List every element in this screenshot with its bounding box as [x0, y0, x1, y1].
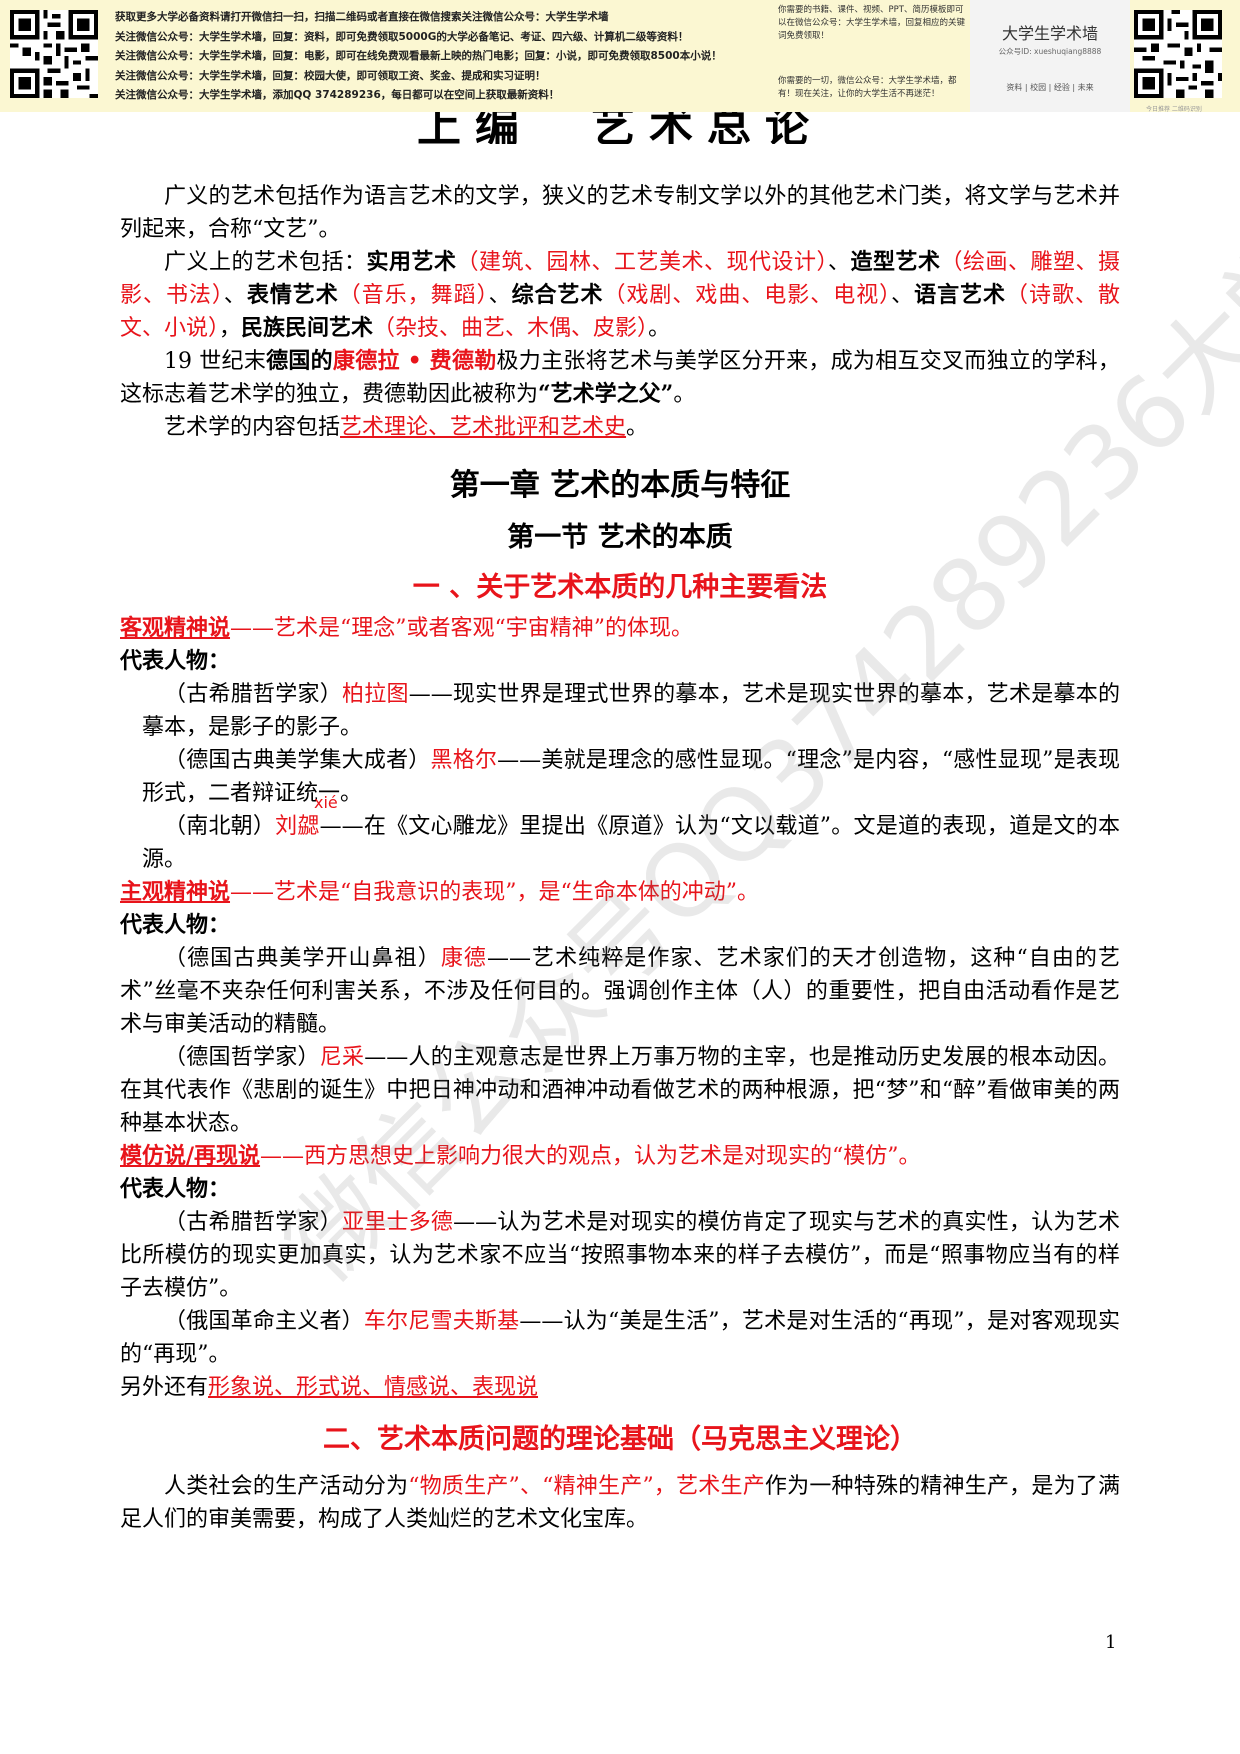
representative-plato: （古希腊哲学家）柏拉图——现实世界是理式世界的摹本，艺术是现实世界的摹本，艺术是… [142, 682, 1120, 740]
theory-objective: 客观精神说——艺术是“理念”或者客观“宇宙精神”的体现。 [120, 615, 694, 641]
theory-mimesis: 模仿说/再现说——西方思想史上影响力很大的观点，认为艺术是对现实的“模仿”。 [120, 1143, 921, 1169]
banner-mid-bottom: 你需要的一切，微信公众号：大学生学术墙，都有！现在关注，让你的大学生活不再迷茫！ [778, 76, 957, 99]
brand-card: 大学生学术墙 公众号ID: xueshuqiang8888 资料 | 校园 | … [970, 0, 1130, 112]
theory-subjective: 主观精神说——艺术是“自我意识的表现”，是“生命本体的冲动”。 [120, 879, 760, 905]
chapter-heading: 第一章 艺术的本质与特征 [449, 468, 791, 503]
brand-title: 大学生学术墙 [1001, 24, 1098, 43]
banner-line: 关注微信公众号：大学生学术墙，回复：电影，即可在线免费观看最新上映的热门电影；回… [115, 50, 722, 62]
representatives-label: 代表人物： [120, 1176, 231, 1202]
representative-liuxie: xié（南北朝）刘勰——在《文心雕龙》里提出《原道》认为“文以载道”。文是道的表… [120, 793, 1120, 876]
qr-code-icon[interactable] [1134, 10, 1222, 98]
banner-mid-text: 你需要的书籍、课件、视频、PPT、简历模板即可以在微信公众号：大学生学术墙，回复… [778, 4, 970, 101]
qr-code-icon[interactable] [10, 10, 98, 98]
representatives-label: 代表人物： [120, 648, 231, 674]
part-title: 上编 艺术总论 [417, 112, 823, 144]
banner-line: 关注微信公众号：大学生学术墙，添加QQ 374289236，每日都可以在空间上获… [115, 89, 560, 101]
banner-promo-lines: 获取更多大学必备资料请打开微信扫一扫，扫描二维码或者直接在微信搜索关注微信公众号… [115, 8, 770, 106]
other-theories: 另外还有形象说、形式说、情感说、表现说 [120, 1375, 539, 1400]
paragraph-intro: 广义的艺术包括作为语言艺术的文学，狭义的艺术专制文学以外的其他艺术门类，将文学与… [120, 184, 1120, 242]
page-number: 1 [1105, 1632, 1117, 1653]
representative-chernyshevsky: （俄国革命主义者）车尔尼雪夫斯基——认为“美是生活”，艺术是对生活的“再现”，是… [120, 1309, 1120, 1367]
banner-line: 关注微信公众号：大学生学术墙，回复：资料，即可免费领取5000G的大学必备笔记、… [115, 30, 689, 43]
point-heading-2: 二、艺术本质问题的理论基础（马克思主义理论） [323, 1424, 917, 1455]
paragraph-fiedler: 19 世纪末德国的康德拉 • 费德勒极力主张将艺术与美学区分开来，成为相互交叉而… [120, 348, 1120, 407]
representative-kant: （德国古典美学开山鼻祖）康德——艺术纯粹是作家、艺术家们的天才创造物，这种“自由… [120, 946, 1120, 1037]
representative-aristotle: （古希腊哲学家）亚里士多德——认为艺术是对现实的模仿肯定了现实与艺术的真实性，认… [120, 1210, 1120, 1301]
banner-line: 获取更多大学必备资料请打开微信扫一扫，扫描二维码或者直接在微信搜索关注微信公众号… [115, 11, 609, 23]
point-heading-1: 一 、关于艺术本质的几种主要看法 [412, 572, 828, 603]
representatives-label: 代表人物： [120, 912, 231, 938]
paragraph-art-study: 艺术学的内容包括艺术理论、艺术批评和艺术史。 [164, 415, 649, 440]
banner-line: 关注微信公众号：大学生学术墙，回复：校园大使，即可领取工资、奖金、提成和实习证明… [115, 69, 546, 82]
paragraph-art-types: 广义上的艺术包括：实用艺术（建筑、园林、工艺美术、现代设计）、造型艺术（绘画、雕… [120, 249, 1120, 341]
paragraph-production: 人类社会的生产活动分为“物质生产”、“精神生产”，艺术生产作为一种特殊的精神生产… [120, 1474, 1120, 1532]
document-body: 广义的艺术包括作为语言艺术的文学，狭义的艺术专制文学以外的其他艺术门类，将文学与… [120, 180, 1120, 1536]
pinyin-annotation: xié [314, 793, 338, 812]
section-heading: 第一节 艺术的本质 [507, 522, 733, 553]
representative-nietzsche: （德国哲学家）尼采——人的主观意志是世界上万事万物的主宰，也是推动历史发展的根本… [120, 1045, 1120, 1136]
brand-tiny-text: 今日推荐 二维码识别 [1146, 106, 1202, 112]
representative-hegel: （德国古典美学集大成者）黑格尔——美就是理念的感性显现。“理念”是内容，“感性显… [142, 748, 1120, 806]
brand-links[interactable]: 资料 | 校园 | 经验 | 未来 [1006, 83, 1094, 92]
ad-banner: 获取更多大学必备资料请打开微信扫一扫，扫描二维码或者直接在微信搜索关注微信公众号… [0, 0, 1240, 112]
banner-mid-top: 你需要的书籍、课件、视频、PPT、简历模板即可以在微信公众号：大学生学术墙，回复… [778, 5, 966, 41]
brand-account-id: 公众号ID: xueshuqiang8888 [998, 47, 1102, 56]
